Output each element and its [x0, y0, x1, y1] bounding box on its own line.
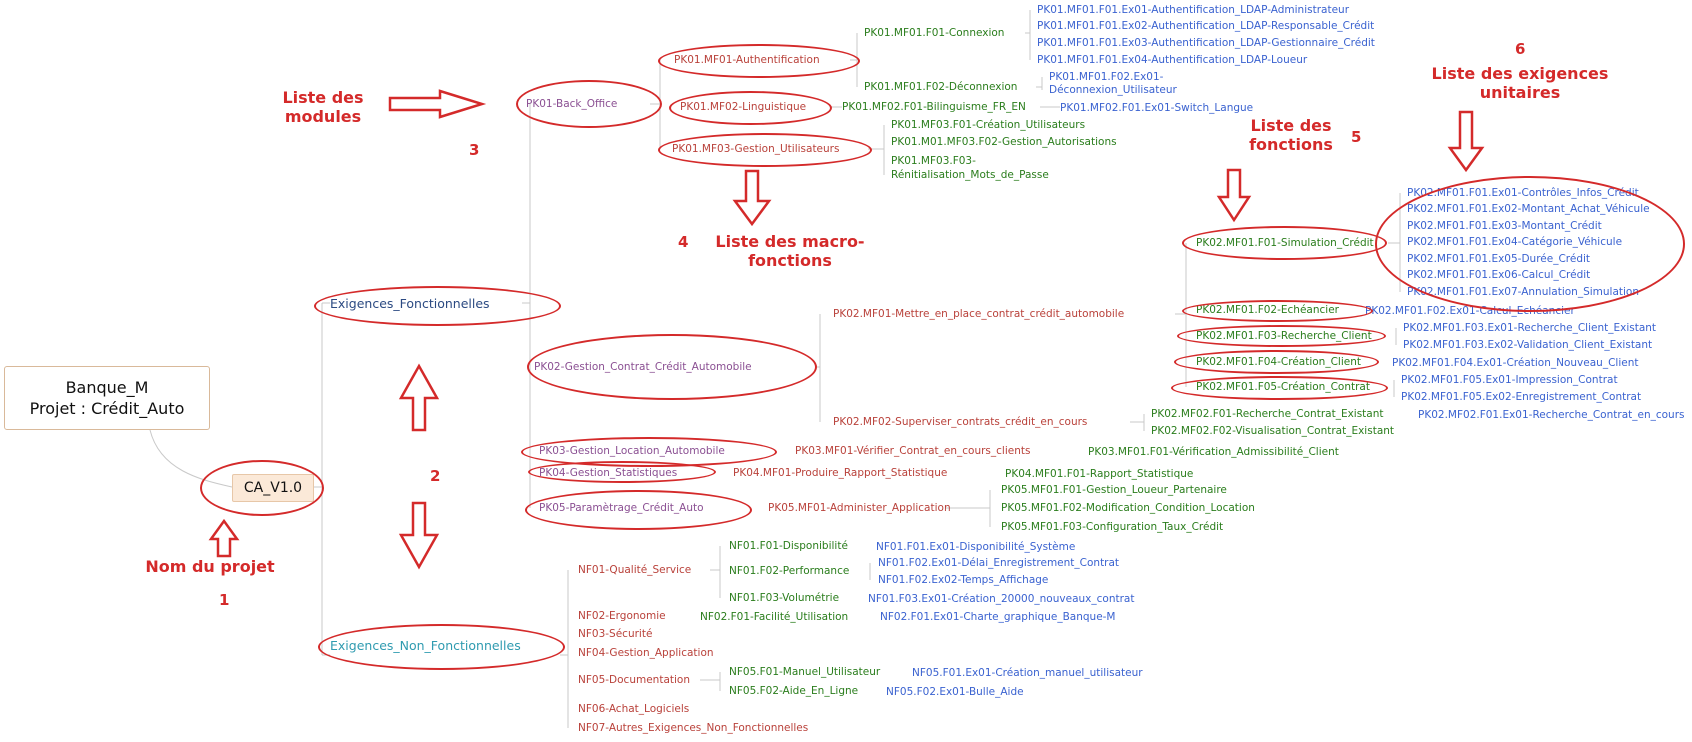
root-bank-name: Banque_M: [65, 378, 149, 397]
highlight-pk02-f01-exigences: [1375, 176, 1685, 312]
arrow-to-version: [208, 518, 240, 558]
highlight-pk02-f02: [1182, 300, 1373, 322]
macro-pk03-mf01[interactable]: PK03.MF01-Vérifier_Contrat_en_cours_clie…: [795, 445, 1031, 457]
annotation-num-4: 4: [678, 233, 689, 251]
root-project-name: Projet : Crédit_Auto: [29, 399, 185, 418]
fn-pk01-mf01-f01[interactable]: PK01.MF01.F01-Connexion: [864, 27, 1005, 39]
highlight-pk05: [525, 490, 752, 530]
annotation-num-1: 1: [219, 591, 230, 609]
project-root-box[interactable]: Banque_M Projet : Crédit_Auto: [4, 366, 210, 430]
nf05-f02-ex01[interactable]: NF05.F02.Ex01-Bulle_Aide: [886, 686, 1024, 698]
nf01-f02-ex01[interactable]: NF01.F02.Ex01-Délai_Enregistrement_Contr…: [878, 557, 1120, 569]
fn-pk05-mf01-f03[interactable]: PK05.MF01.F03-Configuration_Taux_Crédit: [1001, 521, 1224, 533]
arrow-to-fonctions: [1216, 168, 1252, 223]
ex-pk01-f01-ex01[interactable]: PK01.MF01.F01.Ex01-Authentification_LDAP…: [1037, 4, 1350, 16]
nf01-f01-ex01[interactable]: NF01.F01.Ex01-Disponibilité_Système: [876, 541, 1076, 553]
highlight-version: [200, 460, 324, 516]
ex-pk02-f05-ex02[interactable]: PK02.MF01.F05.Ex02-Enregistrement_Contra…: [1401, 391, 1642, 403]
ex-pk01-mf02-ex01[interactable]: PK01.MF02.F01.Ex01-Switch_Langue: [1060, 102, 1254, 114]
fn-pk05-mf01-f02[interactable]: PK05.MF01.F02-Modification_Condition_Loc…: [1001, 502, 1255, 514]
ex-pk02-mf02-ex01[interactable]: PK02.MF02.F01.Ex01-Recherche_Contrat_en_…: [1418, 409, 1685, 421]
fn-pk01-mf03-f01[interactable]: PK01.MF03.F01-Création_Utilisateurs: [891, 119, 1086, 131]
fn-pk02-mf02-f01[interactable]: PK02.MF02.F01-Recherche_Contrat_Existant: [1151, 408, 1384, 420]
nf05-f01-ex01[interactable]: NF05.F01.Ex01-Création_manuel_utilisateu…: [912, 667, 1143, 679]
arrow-to-modules: [388, 89, 487, 119]
ex-pk01-f02-ex01-line2[interactable]: Déconnexion_Utilisateur: [1049, 84, 1177, 96]
nf02-f01[interactable]: NF02.F01-Facilité_Utilisation: [700, 611, 849, 623]
nf01-f02-ex02[interactable]: NF01.F02.Ex02-Temps_Affichage: [878, 574, 1049, 586]
highlight-pk02-f05: [1171, 376, 1388, 400]
highlight-functional: [314, 286, 561, 326]
arrow-down-branch: [398, 501, 440, 570]
ex-pk01-f01-ex02[interactable]: PK01.MF01.F01.Ex02-Authentification_LDAP…: [1037, 20, 1375, 32]
ex-pk02-f03-ex02[interactable]: PK02.MF01.F03.Ex02-Validation_Client_Exi…: [1403, 339, 1653, 351]
highlight-pk01-mf02: [669, 91, 832, 125]
ex-pk02-f03-ex01[interactable]: PK02.MF01.F03.Ex01-Recherche_Client_Exis…: [1403, 322, 1657, 334]
annotation-macro-fonctions: Liste des macro- fonctions: [715, 232, 865, 270]
highlight-non-functional: [318, 624, 565, 670]
ex-pk01-f01-ex03[interactable]: PK01.MF01.F01.Ex03-Authentification_LDAP…: [1037, 37, 1375, 49]
ex-pk02-f05-ex01[interactable]: PK02.MF01.F05.Ex01-Impression_Contrat: [1401, 374, 1618, 386]
annotation-num-5: 5: [1351, 128, 1362, 146]
ex-pk01-f01-ex04[interactable]: PK01.MF01.F01.Ex04-Authentification_LDAP…: [1037, 54, 1308, 66]
annotation-fonctions: Liste des fonctions: [1249, 116, 1333, 154]
nf01-f02[interactable]: NF01.F02-Performance: [729, 565, 850, 577]
highlight-pk04: [528, 461, 716, 483]
arrow-to-exigences: [1447, 110, 1485, 173]
macro-pk02-mf01[interactable]: PK02.MF01-Mettre_en_place_contrat_crédit…: [833, 308, 1125, 320]
highlight-pk01-mf03: [658, 133, 872, 167]
annotation-num-6: 6: [1515, 40, 1526, 58]
fn-pk01-mf03-f02[interactable]: PK01.M01.MF03.F02-Gestion_Autorisations: [891, 136, 1117, 148]
annotation-num-2: 2: [430, 467, 441, 485]
macro-pk02-mf02[interactable]: PK02.MF02-Superviser_contrats_crédit_en_…: [833, 416, 1088, 428]
macro-pk05-mf01[interactable]: PK05.MF01-Administer_Application: [768, 502, 951, 514]
arrow-up-branch: [398, 363, 440, 432]
nf01-f03[interactable]: NF01.F03-Volumétrie: [729, 592, 840, 604]
highlight-pk01: [516, 80, 662, 128]
nf04[interactable]: NF04-Gestion_Application: [578, 647, 714, 659]
fn-pk01-mf01-f02[interactable]: PK01.MF01.F02-Déconnexion: [864, 81, 1018, 93]
fn-pk02-mf02-f02[interactable]: PK02.MF02.F02-Visualisation_Contrat_Exis…: [1151, 425, 1395, 437]
macro-pk04-mf01[interactable]: PK04.MF01-Produire_Rapport_Statistique: [733, 467, 948, 479]
arrow-to-macros: [732, 169, 772, 227]
nf05-f02[interactable]: NF05.F02-Aide_En_Ligne: [729, 685, 859, 697]
highlight-pk02-f04: [1174, 350, 1379, 374]
nf02-f01-ex01[interactable]: NF02.F01.Ex01-Charte_graphique_Banque-M: [880, 611, 1116, 623]
annotation-num-3: 3: [469, 141, 480, 159]
nf06[interactable]: NF06-Achat_Logiciels: [578, 703, 690, 715]
highlight-pk02-f01: [1182, 226, 1387, 260]
highlight-pk02-f03: [1177, 325, 1386, 347]
fn-pk03-mf01-f01[interactable]: PK03.MF01.F01-Vérification_Admissibilité…: [1088, 446, 1339, 458]
ex-pk02-f04-ex01[interactable]: PK02.MF01.F04.Ex01-Création_Nouveau_Clie…: [1392, 357, 1639, 369]
fn-pk04-mf01-f01[interactable]: PK04.MF01.F01-Rapport_Statistique: [1005, 468, 1194, 480]
nf01-f03-ex01[interactable]: NF01.F03.Ex01-Création_20000_nouveaux_co…: [868, 593, 1135, 605]
nf01[interactable]: NF01-Qualité_Service: [578, 564, 692, 576]
fn-pk01-mf02-f01[interactable]: PK01.MF02.F01-Bilinguisme_FR_EN: [842, 101, 1026, 113]
nf07[interactable]: NF07-Autres_Exigences_Non_Fonctionnelles: [578, 722, 809, 734]
annotation-modules: Liste des modules: [282, 88, 364, 126]
highlight-pk01-mf01: [658, 44, 860, 78]
fn-pk01-mf03-f03-line2[interactable]: Rénitialisation_Mots_de_Passe: [891, 169, 1049, 181]
fn-pk05-mf01-f01[interactable]: PK05.MF01.F01-Gestion_Loueur_Partenaire: [1001, 484, 1227, 496]
annotation-nom-projet: Nom du projet: [145, 557, 275, 576]
nf03[interactable]: NF03-Sécurité: [578, 628, 653, 640]
ex-pk01-f02-ex01-line1[interactable]: PK01.MF01.F02.Ex01-: [1049, 71, 1164, 83]
fn-pk01-mf03-f03-line1[interactable]: PK01.MF03.F03-: [891, 155, 976, 167]
highlight-pk02: [527, 334, 817, 400]
nf01-f01[interactable]: NF01.F01-Disponibilité: [729, 540, 848, 552]
nf05-f01[interactable]: NF05.F01-Manuel_Utilisateur: [729, 666, 881, 678]
nf02[interactable]: NF02-Ergonomie: [578, 610, 666, 622]
nf05[interactable]: NF05-Documentation: [578, 674, 690, 686]
annotation-exigences: Liste des exigences unitaires: [1431, 64, 1609, 102]
